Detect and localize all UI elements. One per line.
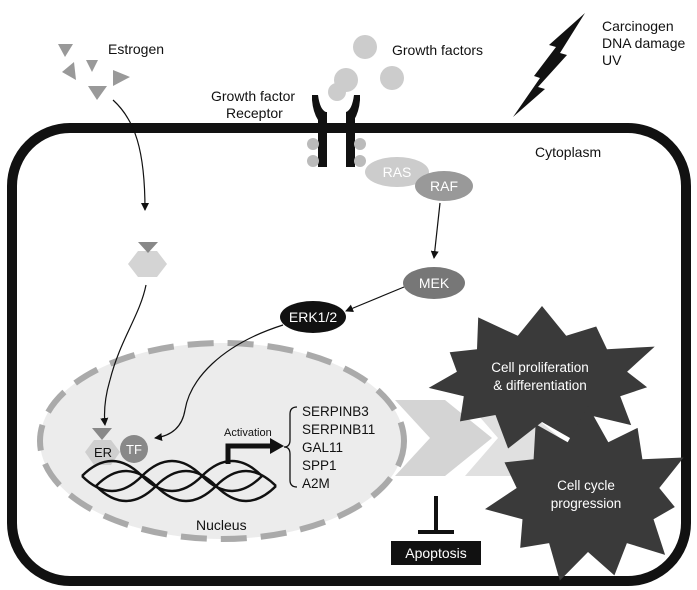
svg-text:ERK1/2: ERK1/2 bbox=[289, 309, 337, 325]
cytoplasm-label: Cytoplasm bbox=[535, 144, 601, 160]
stress-label-line1: Carcinogen bbox=[602, 18, 674, 34]
mek-to-erk-arrow bbox=[345, 286, 405, 313]
svg-text:Cell cycle: Cell cycle bbox=[557, 478, 615, 493]
stress-label-line2: DNA damage bbox=[602, 35, 685, 51]
gene-serpinb3: SERPINB3 bbox=[302, 404, 369, 419]
receptor-label-line1: Growth factor bbox=[211, 88, 295, 104]
raf-node: RAF bbox=[415, 171, 473, 201]
proliferation-star: Cell proliferation & differentiation bbox=[428, 306, 655, 449]
mek-node: MEK bbox=[403, 267, 465, 299]
nucleus bbox=[37, 340, 407, 542]
tf-node: TF bbox=[120, 435, 148, 463]
activation-label: Activation bbox=[224, 427, 272, 439]
er-to-nucleus-arrow bbox=[100, 284, 147, 426]
receptor-label-line2: Receptor bbox=[226, 105, 283, 121]
growth-factor-receptor bbox=[307, 95, 366, 167]
svg-text:Apoptosis: Apoptosis bbox=[405, 545, 466, 561]
ras-node: RAS bbox=[365, 157, 429, 187]
svg-text:Cell proliferation: Cell proliferation bbox=[491, 360, 589, 375]
growth-factors-label: Growth factors bbox=[392, 42, 483, 58]
gene-gal11: GAL11 bbox=[302, 440, 343, 455]
estrogen-molecules bbox=[58, 44, 130, 100]
estrogen-receptor-complex bbox=[128, 242, 167, 277]
svg-text:TF: TF bbox=[126, 442, 142, 457]
gene-spp1: SPP1 bbox=[302, 458, 337, 473]
svg-text:progression: progression bbox=[551, 496, 622, 511]
erk-to-tf-arrow bbox=[154, 324, 284, 442]
svg-text:& differentiation: & differentiation bbox=[493, 378, 587, 393]
growth-factor-molecules bbox=[328, 35, 404, 101]
estrogen-arrow bbox=[112, 99, 149, 211]
lightning-bolt-icon bbox=[513, 13, 585, 117]
dna-helix bbox=[81, 459, 277, 503]
inhibition-symbol bbox=[418, 496, 454, 534]
svg-text:MEK: MEK bbox=[419, 275, 450, 291]
gene-a2m: A2M bbox=[302, 476, 330, 491]
erk-node: ERK1/2 bbox=[280, 301, 346, 333]
nucleus-label: Nucleus bbox=[196, 517, 247, 533]
gene-serpinb11: SERPINB11 bbox=[302, 422, 375, 437]
svg-text:RAF: RAF bbox=[430, 178, 458, 194]
estrogen-on-er-icon bbox=[92, 428, 112, 440]
apoptosis-box: Apoptosis bbox=[391, 541, 481, 565]
cell-cycle-star: Cell cycle progression bbox=[485, 406, 684, 581]
estrogen-label: Estrogen bbox=[108, 41, 164, 57]
svg-text:ER: ER bbox=[94, 445, 112, 460]
gene-bracket bbox=[283, 406, 298, 488]
activation-arrow bbox=[225, 438, 284, 464]
er-node: ER bbox=[85, 440, 120, 465]
raf-to-mek-arrow bbox=[430, 202, 441, 259]
stress-label-line3: UV bbox=[602, 52, 622, 68]
svg-text:RAS: RAS bbox=[383, 164, 412, 180]
